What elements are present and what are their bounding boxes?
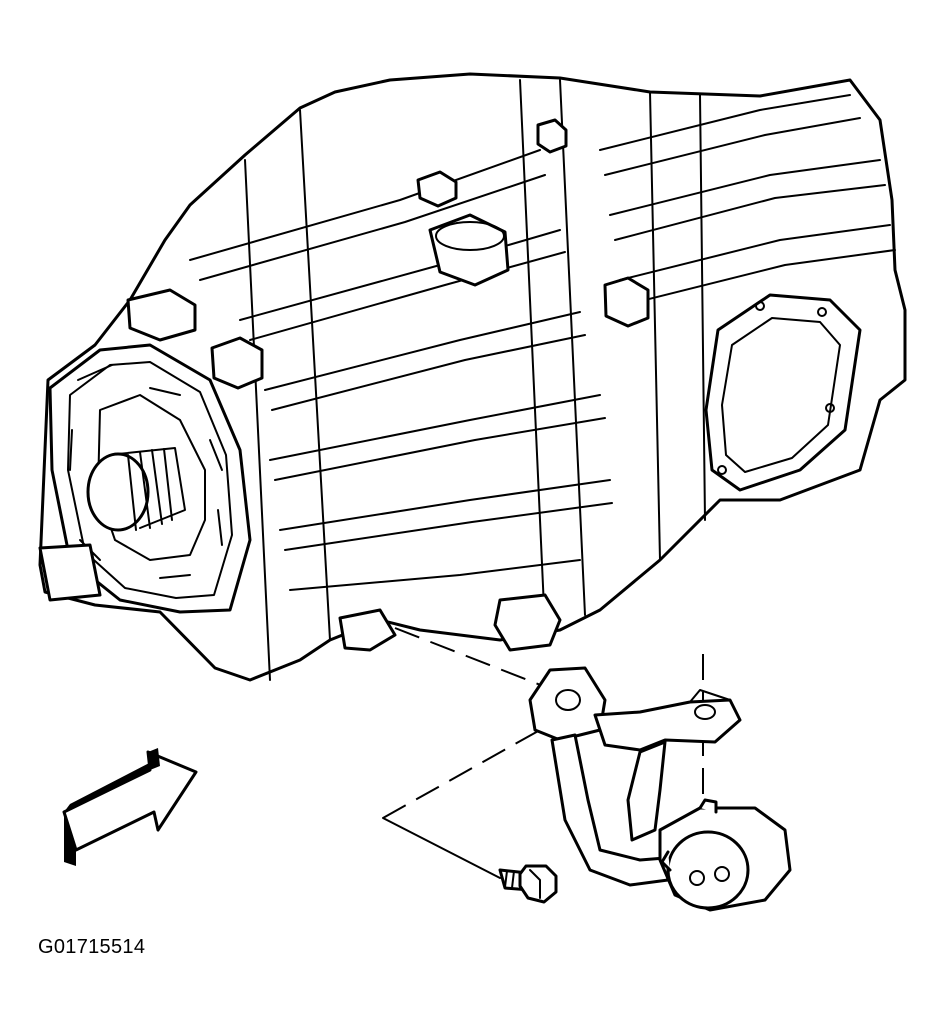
figure-id-label: G01715514 [38,936,146,958]
alignment-lines [382,627,704,879]
mount-bracket-icon [528,666,792,912]
bolt-icon [498,864,558,904]
view-direction-arrow-icon [62,748,198,866]
transmission-case-icon [38,72,907,682]
